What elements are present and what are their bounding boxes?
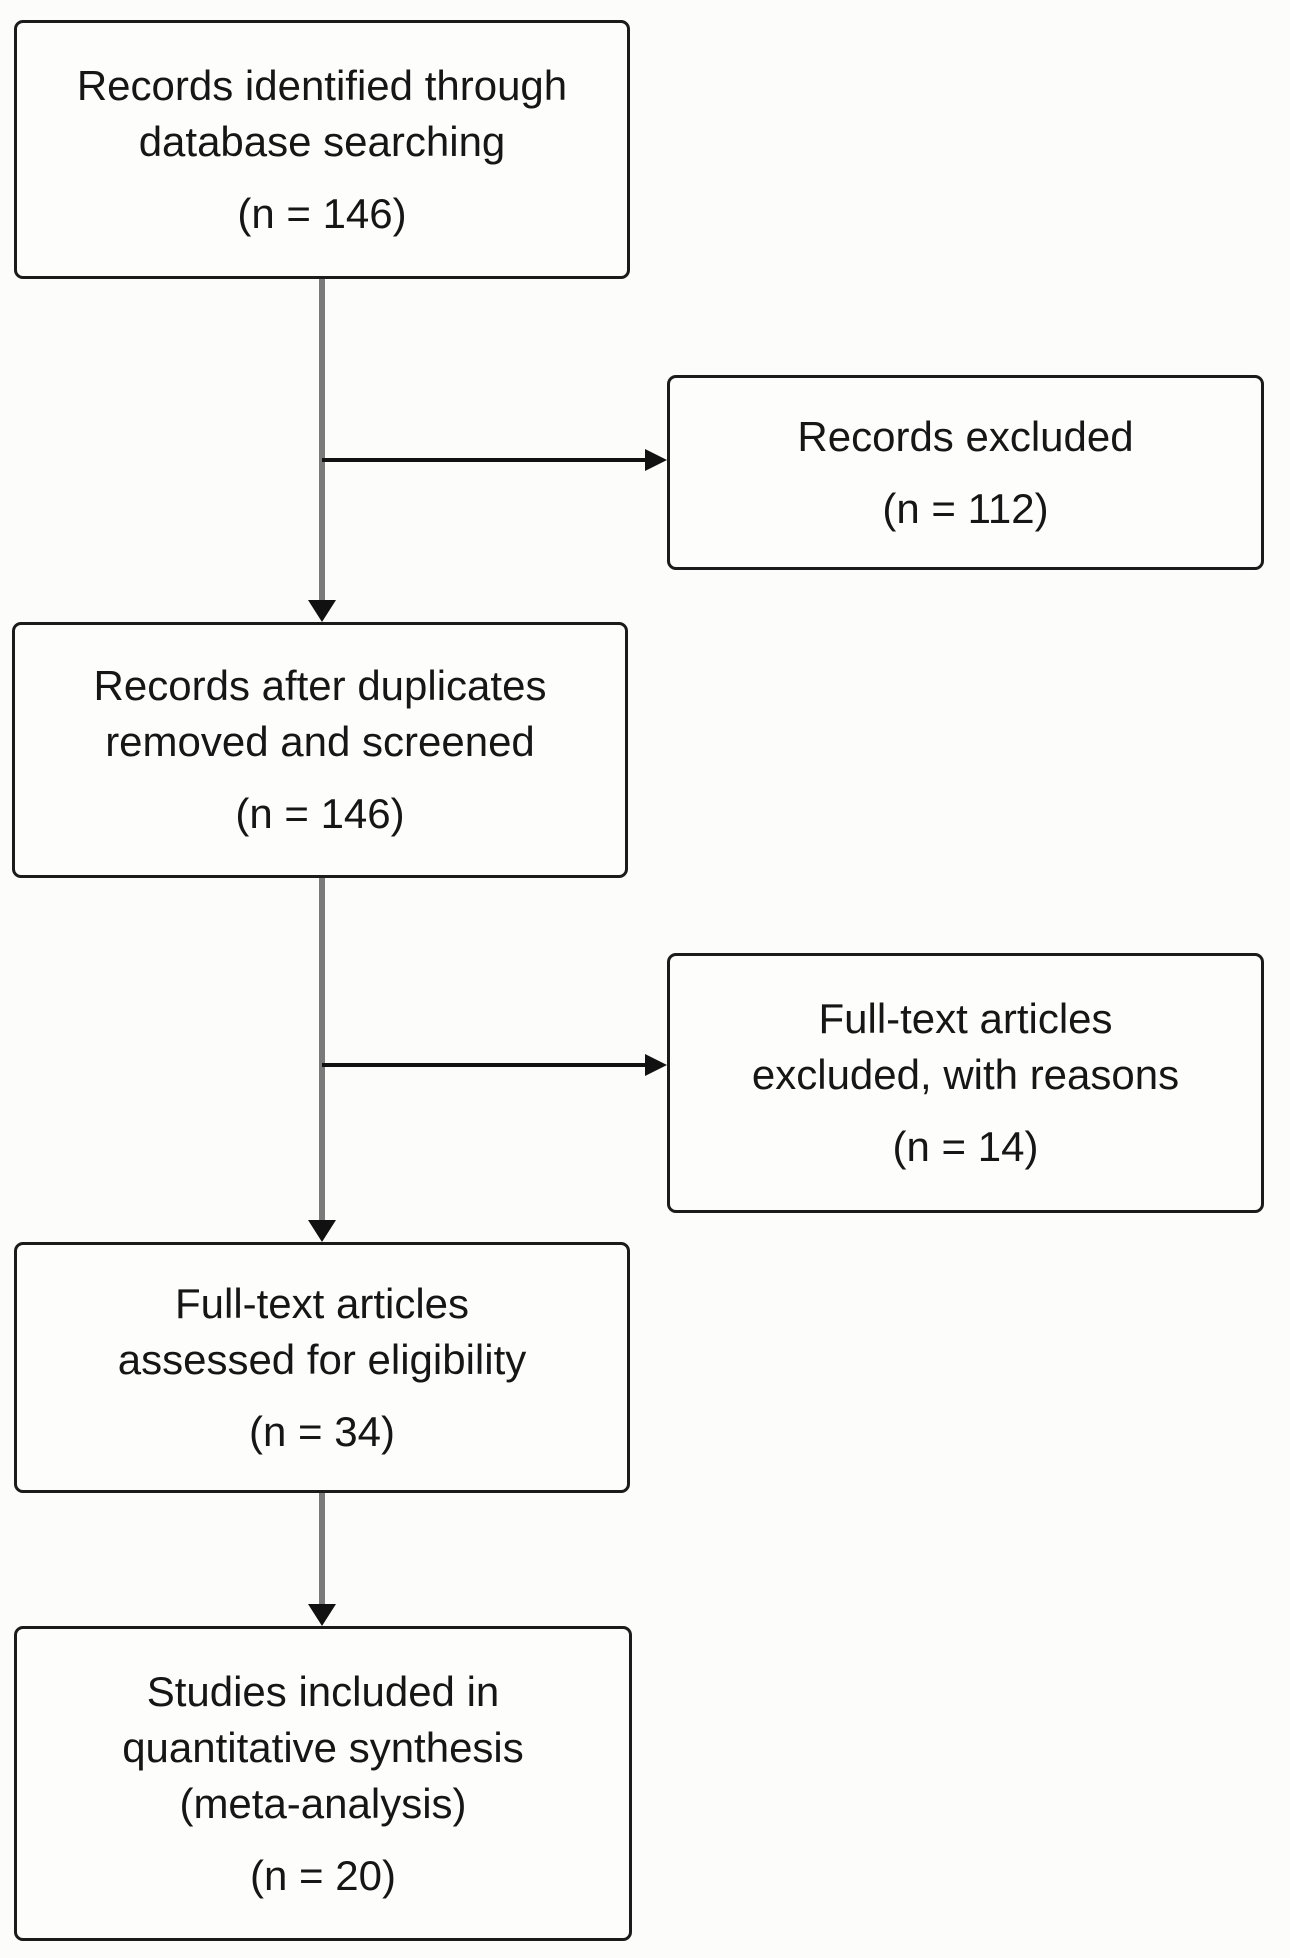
box-records-screened: Records after duplicates removed and scr…	[12, 622, 628, 878]
connector-eligibility-to-included	[319, 1493, 325, 1604]
box-records-identified-line: database searching	[138, 117, 506, 165]
box-fulltext-excluded-line: excluded, with reasons	[751, 1051, 1180, 1098]
box-studies-included-line: Studies included in	[146, 1667, 500, 1715]
box-studies-included: Studies included in quantitative synthes…	[14, 1626, 632, 1941]
box-fulltext-eligibility-line: assessed for eligibility	[117, 1335, 527, 1383]
box-records-identified: Records identified through database sear…	[14, 20, 630, 279]
connector-identified-to-screened	[319, 279, 325, 600]
box-records-screened-line: Records after duplicates	[93, 662, 547, 709]
arrow-right-icon	[645, 1054, 667, 1076]
box-studies-included-count: (n = 20)	[250, 1851, 396, 1899]
arrow-down-icon	[308, 600, 336, 622]
connector-branch-records-excluded	[322, 458, 645, 462]
box-records-identified-count: (n = 146)	[237, 189, 407, 237]
box-records-excluded-count: (n = 112)	[882, 484, 1049, 532]
box-fulltext-eligibility-line: Full-text articles	[174, 1279, 470, 1327]
box-fulltext-eligibility: Full-text articles assessed for eligibil…	[14, 1242, 630, 1493]
box-fulltext-excluded-count: (n = 14)	[892, 1123, 1039, 1170]
arrow-right-icon	[645, 449, 667, 471]
box-records-identified-line: Records identified through	[76, 61, 568, 109]
box-fulltext-excluded: Full-text articles excluded, with reason…	[667, 953, 1264, 1213]
box-studies-included-line: quantitative synthesis	[122, 1723, 524, 1771]
box-records-excluded: Records excluded (n = 112)	[667, 375, 1264, 570]
box-records-screened-line: removed and screened	[105, 718, 535, 765]
arrow-down-icon	[308, 1220, 336, 1242]
box-fulltext-eligibility-count: (n = 34)	[249, 1407, 395, 1455]
connector-branch-fulltext-excluded	[322, 1063, 645, 1067]
box-records-screened-count: (n = 146)	[235, 790, 405, 837]
arrow-down-icon	[308, 1604, 336, 1626]
box-studies-included-line: (meta-analysis)	[179, 1779, 467, 1827]
box-records-excluded-line: Records excluded	[797, 412, 1134, 460]
connector-screened-to-eligibility	[319, 878, 325, 1220]
box-fulltext-excluded-line: Full-text articles	[818, 995, 1113, 1042]
